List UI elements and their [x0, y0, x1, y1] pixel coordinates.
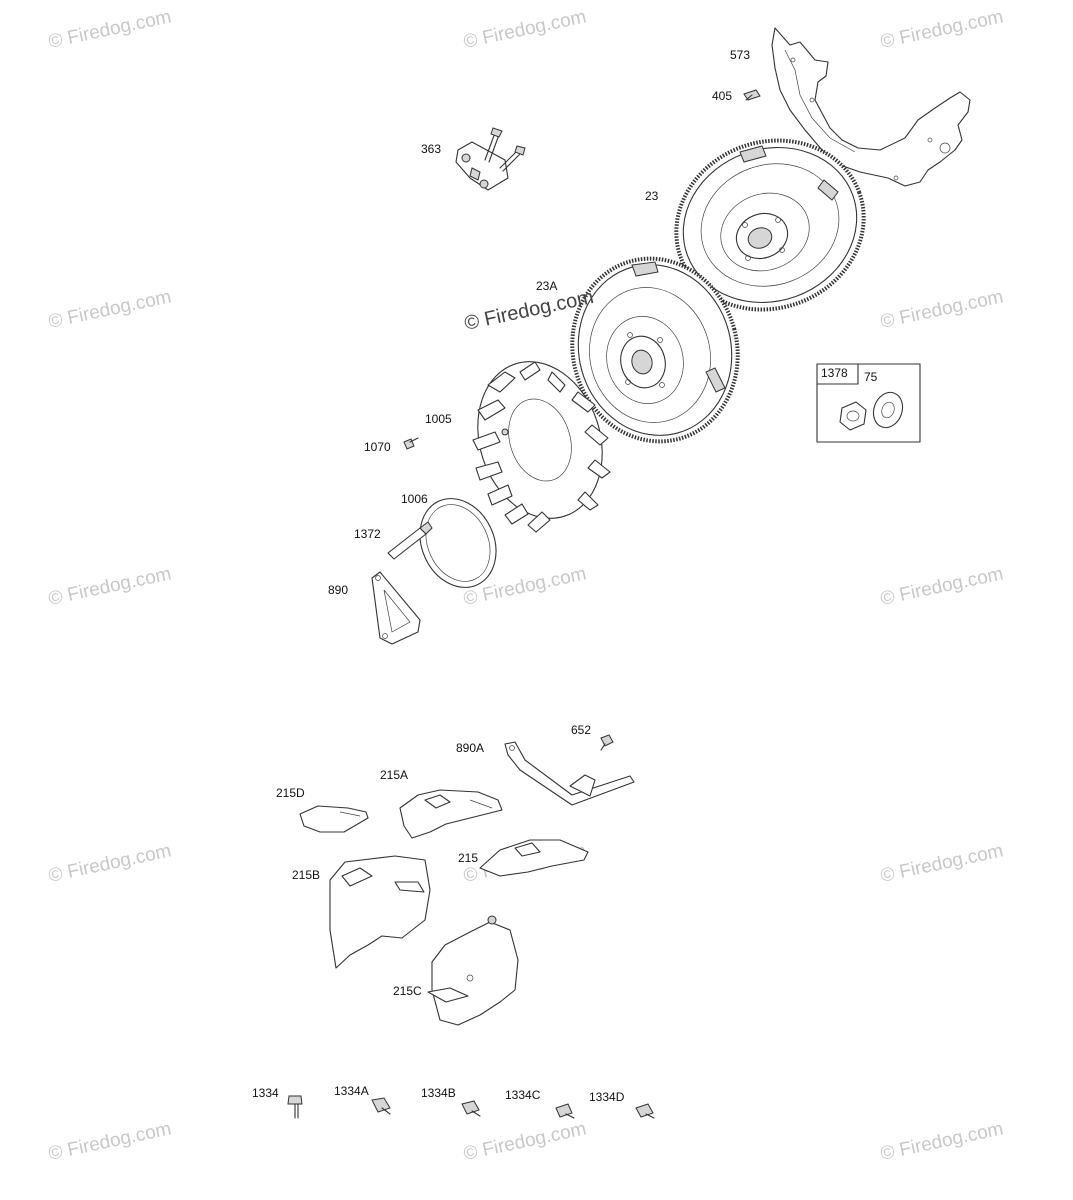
label-23: 23	[645, 189, 659, 203]
part-labels: 573 405 363 23 23A 1378 75 1005 1070 100…	[252, 48, 878, 1104]
part-23-flywheel	[674, 138, 866, 312]
part-1334b-screw	[461, 1100, 481, 1117]
label-1372: 1372	[354, 527, 381, 541]
label-1334b: 1334B	[421, 1086, 456, 1100]
label-652: 652	[571, 723, 591, 737]
inset-box-1378-75	[816, 363, 921, 443]
part-1372-pin	[387, 521, 433, 560]
part-363-bracket	[455, 127, 526, 191]
part-573-cover-plate	[771, 27, 971, 187]
label-573: 573	[730, 48, 750, 62]
part-23a-flywheel	[570, 256, 740, 444]
part-1070-screw	[403, 437, 419, 450]
watermark-layer: © Firedog.com © Firedog.com © Firedog.co…	[47, 6, 1006, 1165]
part-215a-shield	[399, 789, 503, 839]
part-1006-gasket	[419, 498, 497, 588]
part-215c-shield	[427, 915, 519, 1026]
watermark: © Firedog.com	[462, 6, 589, 53]
label-215b: 215B	[292, 868, 320, 882]
label-75: 75	[864, 370, 878, 384]
part-1005-fan	[472, 361, 611, 533]
label-890: 890	[328, 583, 348, 597]
label-1334a: 1334A	[334, 1084, 369, 1098]
part-1334-screw	[287, 1095, 303, 1119]
label-215a: 215A	[380, 768, 408, 782]
label-1334c: 1334C	[505, 1088, 541, 1102]
label-1334d: 1334D	[589, 1090, 625, 1104]
part-215d-shield	[299, 805, 369, 833]
part-1334a-screw	[371, 1097, 391, 1115]
watermark: © Firedog.com	[879, 840, 1006, 887]
part-1334c-screw	[555, 1103, 575, 1119]
watermark: © Firedog.com	[879, 1118, 1006, 1165]
label-215: 215	[458, 851, 478, 865]
watermark: © Firedog.com	[879, 6, 1006, 53]
part-1334d-screw	[635, 1103, 655, 1119]
label-1005: 1005	[425, 412, 452, 426]
label-215c: 215C	[393, 984, 422, 998]
label-1334: 1334	[252, 1086, 279, 1100]
watermark: © Firedog.com	[47, 1118, 174, 1165]
label-363: 363	[421, 142, 441, 156]
label-1070: 1070	[364, 440, 391, 454]
part-890a-bracket	[504, 741, 635, 806]
watermark: © Firedog.com	[879, 286, 1006, 333]
part-890-bracket	[371, 571, 421, 645]
label-890a: 890A	[456, 741, 484, 755]
watermark: © Firedog.com	[462, 1118, 589, 1165]
label-23a: 23A	[536, 279, 557, 293]
label-1006: 1006	[401, 492, 428, 506]
watermark: © Firedog.com	[47, 286, 174, 333]
watermark: © Firedog.com	[47, 840, 174, 887]
part-652-screw	[600, 734, 614, 751]
watermark: © Firedog.com	[47, 6, 174, 53]
watermark: © Firedog.com	[879, 563, 1006, 610]
label-1378: 1378	[821, 366, 848, 380]
watermark: © Firedog.com	[47, 563, 174, 610]
label-405: 405	[712, 89, 732, 103]
part-215b-shield	[329, 855, 431, 969]
part-215-shield	[479, 839, 589, 877]
label-215d: 215D	[276, 786, 305, 800]
part-405-screw	[743, 89, 761, 101]
